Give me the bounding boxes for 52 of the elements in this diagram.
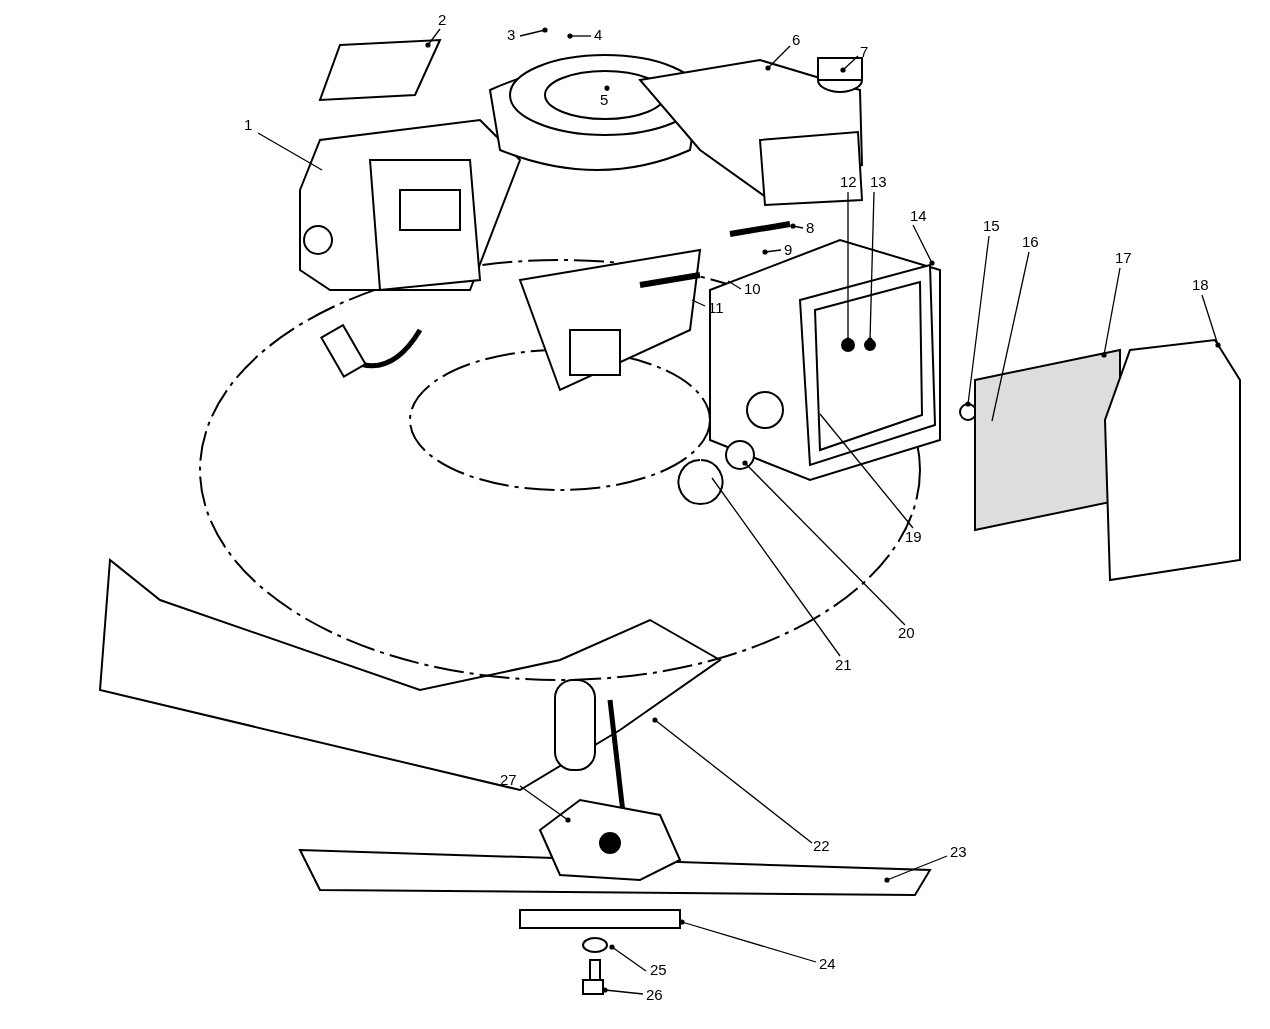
callout-number: 10 [744, 281, 761, 297]
callout-number: 21 [835, 657, 852, 673]
leader-line [884, 855, 948, 883]
leader-line [604, 85, 610, 92]
leader-line [965, 235, 990, 407]
callout-number: 6 [792, 32, 801, 48]
leader-line [425, 28, 441, 48]
callout-number: 17 [1115, 250, 1132, 266]
leader-line [652, 717, 813, 844]
callout-number: 2 [438, 12, 447, 28]
callout-number: 15 [983, 218, 1000, 234]
leader-line [867, 191, 875, 343]
callout-number: 4 [594, 27, 603, 43]
callout-number: 23 [950, 844, 967, 860]
callout-number: 8 [806, 220, 815, 236]
callout-number: 9 [784, 242, 793, 258]
leader-line [762, 249, 782, 255]
leader-line [711, 477, 841, 657]
callout-number: 7 [860, 44, 869, 60]
leader-line [567, 33, 592, 39]
leader-line [742, 460, 906, 626]
callout-number: 26 [646, 987, 663, 1003]
leader-line [840, 55, 859, 73]
callout-number: 20 [898, 625, 915, 641]
callout-number: 24 [819, 956, 836, 972]
leader-line [519, 27, 548, 37]
leader-line [991, 251, 1030, 422]
leader-line [1101, 267, 1121, 358]
leader-line [727, 280, 742, 290]
leader-line [519, 785, 571, 823]
leader-line [819, 413, 914, 529]
callout-number: 14 [910, 208, 927, 224]
leader-line [691, 299, 706, 307]
leader-line [1201, 294, 1221, 348]
leader-line [912, 224, 935, 266]
callout-number: 1 [244, 117, 253, 133]
callout-number: 12 [840, 174, 857, 190]
callout-number: 18 [1192, 277, 1209, 293]
callout-number: 5 [600, 92, 609, 108]
callout-number: 25 [650, 962, 667, 978]
callout-number: 19 [905, 529, 922, 545]
leader-line [602, 987, 644, 995]
callout-number: 27 [500, 772, 517, 788]
callout-number: 22 [813, 838, 830, 854]
leader-line [609, 944, 647, 972]
callout-number: 16 [1022, 234, 1039, 250]
leader-line [765, 45, 791, 71]
callout-number: 13 [870, 174, 887, 190]
leader-line [679, 919, 817, 963]
leader-line [790, 223, 804, 229]
leader-line [257, 132, 323, 171]
callout-number: 3 [507, 27, 516, 43]
